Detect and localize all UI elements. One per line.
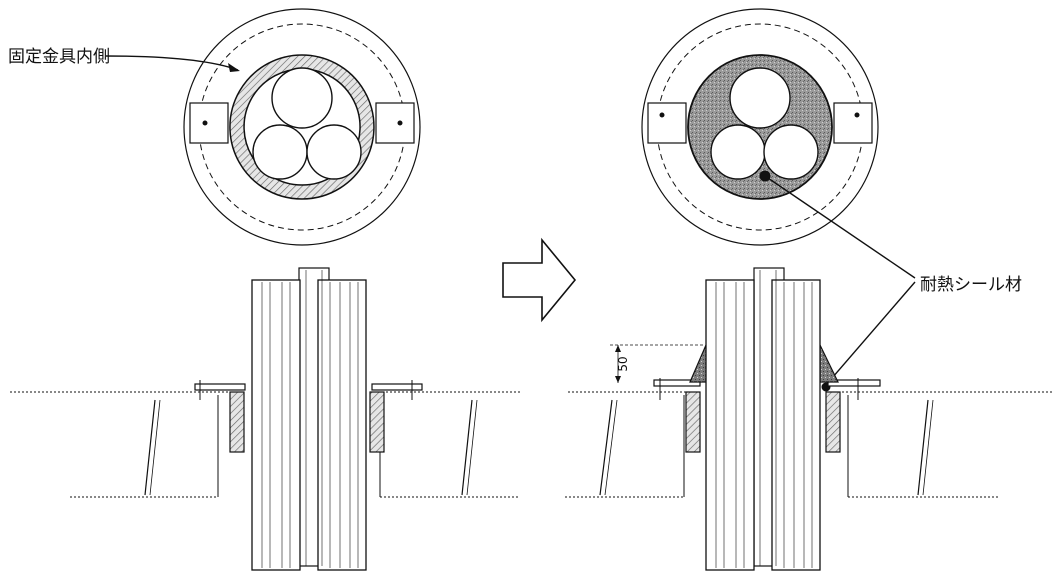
bolt-left xyxy=(202,120,208,126)
cable-top xyxy=(271,67,333,129)
bracket-plate-right xyxy=(369,391,385,453)
label-fixing-bracket-inner: 固定金具内側 xyxy=(8,47,110,67)
cable-left xyxy=(252,124,308,180)
fixing-bracket-ring xyxy=(229,54,375,200)
dimension-label: 50 xyxy=(616,356,630,371)
section-view-after: 50 xyxy=(565,267,1052,571)
bracket-tab-left xyxy=(189,102,229,144)
cable-right xyxy=(763,124,819,180)
bracket-tab-right xyxy=(375,102,415,144)
cable-top xyxy=(729,67,791,129)
bracket-tab-left xyxy=(647,102,687,144)
bolt-right xyxy=(397,120,403,126)
transition-arrow-icon xyxy=(502,237,577,323)
cable-bundle xyxy=(251,267,367,571)
plan-view-before xyxy=(183,8,421,246)
outer-circle xyxy=(183,8,421,246)
bolt-left xyxy=(659,112,665,118)
leader-seal xyxy=(759,170,916,392)
bracket-tab-right xyxy=(833,102,873,144)
cable-left xyxy=(710,124,766,180)
cable-bundle xyxy=(705,267,821,571)
section-view-before xyxy=(10,267,520,571)
bracket-plate-left xyxy=(229,391,245,453)
bolt-right xyxy=(854,112,860,118)
seal-fillet-left xyxy=(689,344,707,383)
cable-right xyxy=(306,124,362,180)
label-heat-resistant-seal: 耐熱シール材 xyxy=(920,275,1022,295)
plan-view-after xyxy=(641,8,879,246)
seal-fillet-right xyxy=(819,344,839,383)
leader-inner xyxy=(105,55,240,72)
outer-circle xyxy=(641,8,879,246)
